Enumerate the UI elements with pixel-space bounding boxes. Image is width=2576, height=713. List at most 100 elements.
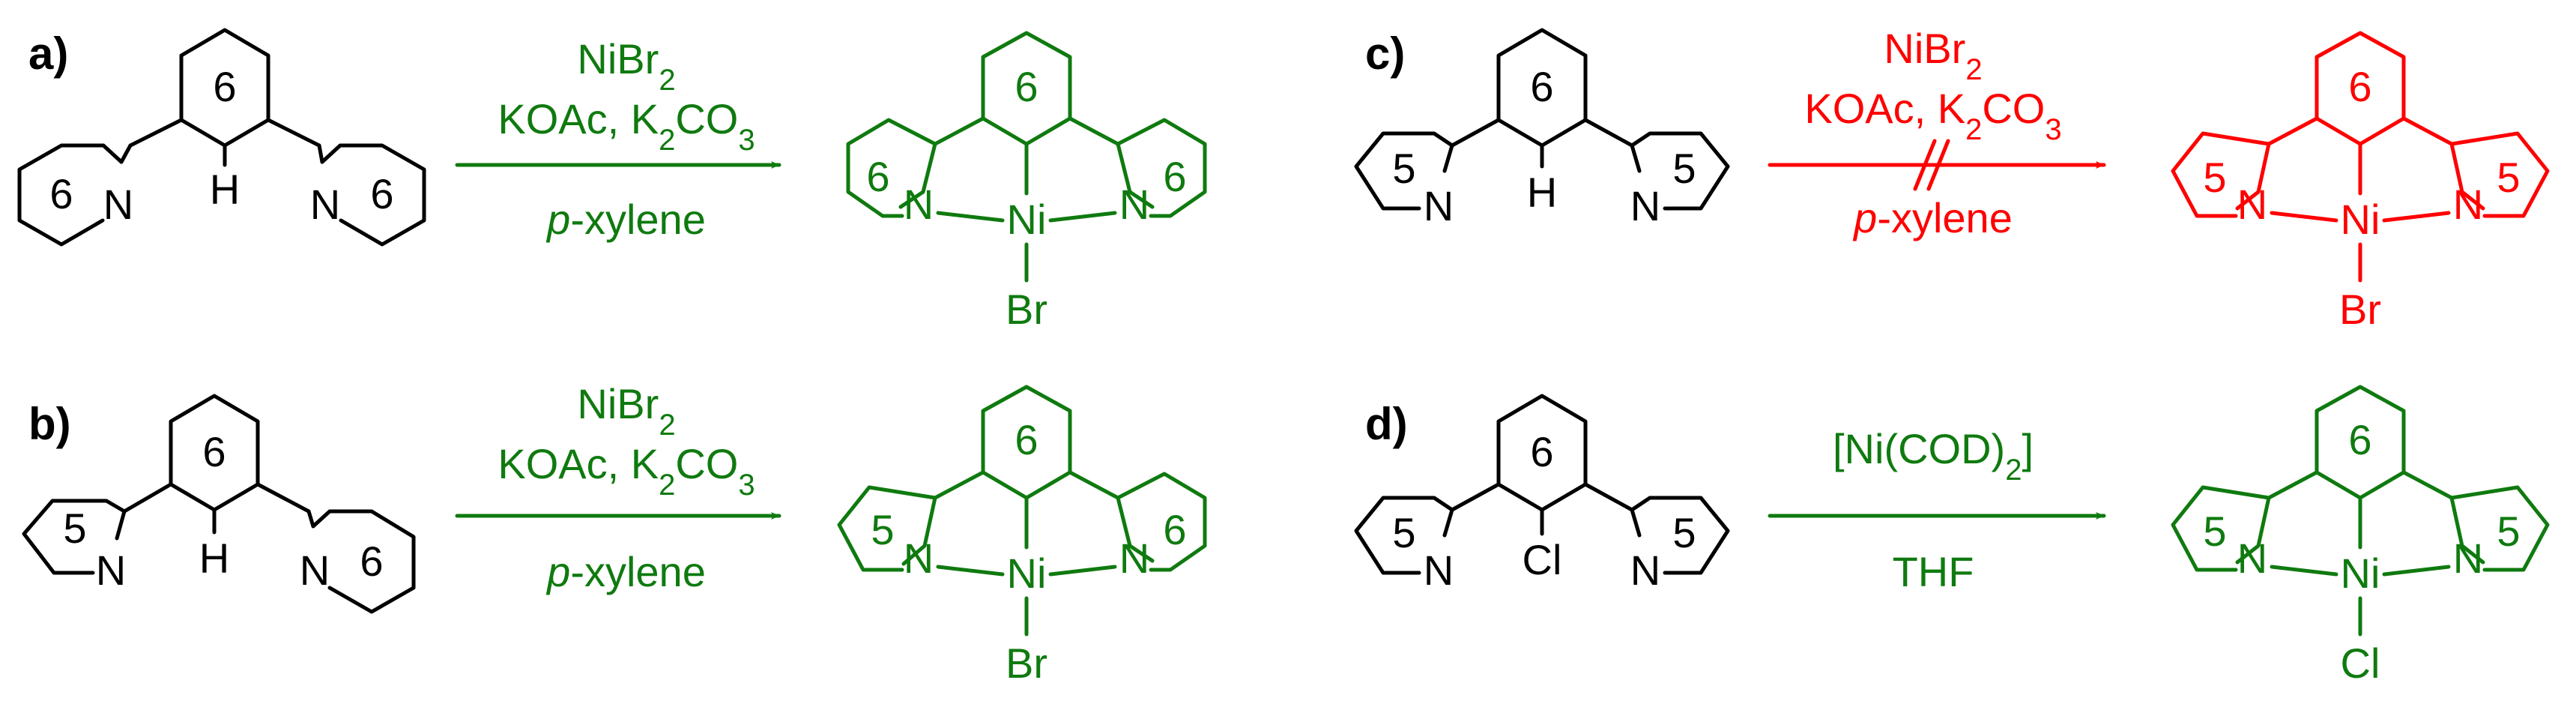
right-ring [1068,470,1207,572]
ring-size-label: 5 [1392,509,1415,556]
ring-size-label: 5 [2203,154,2226,201]
ring-size-label: 6 [213,63,236,110]
solvent-label: p-xylene [545,196,706,243]
reagent-label: [Ni(COD)2] [1833,425,2034,487]
nitrogen-atom: N [1424,547,1454,594]
nitrogen-atom: N [300,547,330,594]
panel-label-a: a) [28,28,68,79]
ring-size-label: 6 [1530,63,1553,110]
left-ring [1354,131,1454,211]
ring-size-label: 6 [1015,416,1038,463]
nickel-atom: Ni [2341,196,2380,243]
reaction-arrow-c: NiBr2 KOAc, K2CO3 p-xylene [1768,25,2106,241]
ring-size-label: 6 [370,170,393,217]
left-ring [846,116,985,218]
product-a: N N 6 6 6 Ni Br [846,31,1207,333]
nitrogen-atom: N [1630,547,1660,594]
nitrogen-atom: N [2237,535,2267,582]
left-ring [837,470,985,572]
hydrogen-atom: H [199,535,229,582]
ring-size-label: 5 [1392,145,1415,192]
hydrogen-atom: H [1527,169,1557,216]
right-ring-n-bond [317,143,324,164]
nitrogen-atom: N [904,535,934,582]
reactant-a: 6 6 6 N N H [17,28,426,247]
reactant-c: 6 5 5 N N H [1354,28,1730,229]
nitrogen-atom: N [103,181,133,228]
right-ring [2401,470,2550,572]
base-label: KOAc, K2CO3 [498,95,755,157]
solvent-label: p-xylene [1852,194,2013,241]
ring-size-label: 6 [2348,63,2371,110]
left-ring [2171,116,2319,218]
nitrogen-atom: N [2453,181,2483,228]
ni-n-bond [2382,565,2451,577]
base-label: KOAc, K2CO3 [498,440,755,502]
ring-size-label: 6 [49,170,73,217]
panel-d: d) 6 5 5 N N Cl [Ni(COD)2] THF N N 6 [1354,385,2550,687]
panel-label-c: c) [1365,28,1405,79]
reactant-b: 6 5 6 N N H [22,394,416,614]
nitrogen-atom: N [1119,181,1149,228]
product-d: N N 6 5 5 Ni Cl [2171,385,2550,687]
bromine-atom: Br [1006,286,1047,333]
ring-size-label: 6 [360,538,383,585]
nitrogen-atom: N [310,181,340,228]
ring-size-label: 6 [202,428,226,475]
ni-n-bond [936,211,1005,223]
left-ring [17,143,124,247]
nitrogen-atom: N [2453,535,2483,582]
left-ring [2171,470,2319,572]
nickel-atom: Ni [1007,196,1047,243]
solvent-label: THF [1893,548,1974,595]
right-ring [1630,131,1730,211]
ring-size-label: 6 [866,153,889,200]
ring-size-label: 6 [1163,153,1186,200]
no-reaction-mark [1913,139,1950,191]
left-bond [1450,118,1501,148]
reaction-arrow-d: [Ni(COD)2] THF [1768,425,2106,595]
right-ring [2401,116,2550,218]
ring-size-label: 5 [871,506,894,553]
right-bond [1583,482,1634,512]
ring-size-label: 6 [1015,63,1038,110]
left-bond [122,482,173,514]
ni-n-bond [1048,565,1117,577]
chlorine-atom: Cl [1523,536,1562,583]
reagent-label: NiBr2 [577,35,675,97]
panel-label-d: d) [1365,399,1408,449]
product-b: N N 6 5 6 Ni Br [837,385,1207,687]
left-ring [1354,496,1454,575]
bromine-atom: Br [2339,286,2381,333]
right-ring [1068,116,1207,218]
nitrogen-atom: N [96,547,126,594]
reagent-label: NiBr2 [1884,25,1982,86]
right-bond [1583,118,1634,148]
left-ring-n-bond [119,143,133,164]
ni-n-bond [2382,211,2451,223]
reagent-label: NiBr2 [577,380,675,442]
nitrogen-atom: N [904,181,934,228]
reaction-arrow-a: NiBr2 KOAc, K2CO3 p-xylene [455,35,781,243]
reaction-arrow-b: NiBr2 KOAc, K2CO3 p-xylene [455,380,781,595]
base-label: KOAc, K2CO3 [1804,85,2061,146]
reactant-d: 6 5 5 N N Cl [1354,394,1730,594]
ring-size-label: 6 [1530,428,1553,475]
nitrogen-atom: N [1119,535,1149,582]
ring-size-label: 5 [2203,508,2226,555]
right-bond [256,482,311,514]
ring-size-label: 5 [2497,508,2520,555]
ni-n-bond [936,565,1005,577]
ring-size-label: 6 [2348,416,2371,463]
nitrogen-atom: N [1424,182,1454,229]
ring-size-label: 5 [1672,145,1696,192]
nitrogen-atom: N [1630,182,1660,229]
ni-n-bond [2270,565,2338,577]
panel-label-b: b) [28,399,71,449]
ring-size-label: 5 [2497,154,2520,201]
right-bond [266,118,321,148]
hydrogen-atom: H [210,166,240,213]
nickel-atom: Ni [1007,550,1047,597]
left-ring [22,499,127,575]
